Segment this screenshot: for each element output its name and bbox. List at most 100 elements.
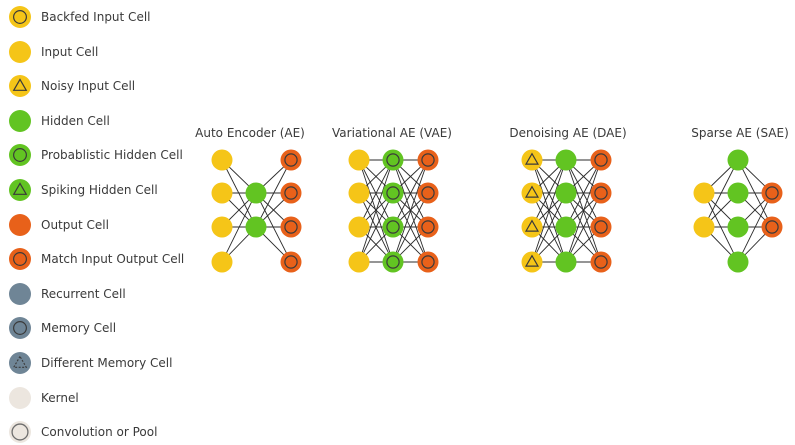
input-cell-icon — [9, 40, 31, 63]
probabilistic-hidden-cell — [382, 182, 404, 204]
input-cell — [211, 182, 233, 204]
match-output-cell — [417, 216, 439, 238]
connection-line — [255, 192, 292, 263]
hidden-cell — [555, 182, 577, 204]
connection-line — [737, 159, 773, 228]
connection-line — [221, 192, 257, 263]
connection-line — [531, 159, 567, 263]
connection-line — [392, 192, 429, 263]
connection-line — [531, 159, 567, 228]
input-cell — [211, 149, 233, 171]
legend-label: Memory Cell — [41, 321, 117, 336]
connection-line — [255, 159, 292, 228]
diagram-title: Auto Encoder (AE) — [195, 126, 305, 140]
connection-line — [565, 192, 602, 263]
legend-item-different-memory: Different Memory Cell — [8, 350, 172, 376]
probabilistic-hidden-cell — [382, 149, 404, 171]
input-cell — [693, 182, 715, 204]
diagram-title: Sparse AE (SAE) — [691, 126, 789, 140]
legend-item-probabilistic-hidden: Probablistic Hidden Cell — [8, 142, 183, 168]
match-output-cell — [590, 149, 612, 171]
output-cell-icon — [9, 213, 31, 236]
match-output-cell — [590, 216, 612, 238]
noisy-input-cell — [521, 251, 543, 273]
legend-item-spiking-hidden: Spiking Hidden Cell — [8, 177, 158, 203]
connections — [221, 159, 292, 263]
probabilistic-hidden-cell — [382, 216, 404, 238]
input-cell — [211, 251, 233, 273]
match-output-cell — [280, 251, 302, 273]
connections — [358, 159, 429, 263]
legend-item-hidden: Hidden Cell — [8, 108, 110, 134]
connection-line — [358, 159, 394, 228]
match-output-cell — [417, 149, 439, 171]
legend-label: Kernel — [41, 390, 79, 405]
connection-line — [358, 159, 394, 263]
input-cell — [348, 251, 370, 273]
input-cell — [348, 216, 370, 238]
connection-line — [392, 159, 429, 228]
spiking-hidden-cell-icon — [9, 179, 31, 201]
hidden-cell — [245, 182, 267, 204]
hidden-cell — [727, 182, 749, 204]
hidden-cell — [555, 251, 577, 273]
diagram-3: Denoising AE (DAE) — [509, 126, 627, 273]
legend-label: Input Cell — [41, 44, 99, 59]
connection-line — [703, 192, 739, 263]
legend-label: Different Memory Cell — [41, 356, 173, 370]
diagram-2: Variational AE (VAE) — [332, 126, 452, 273]
different-memory-cell-icon — [9, 352, 31, 374]
legend-label: Probablistic Hidden Cell — [41, 148, 183, 163]
connection-line — [703, 159, 739, 228]
legend-item-memory: Memory Cell — [8, 315, 116, 341]
legend-label: Spiking Hidden Cell — [41, 183, 158, 197]
connection-line — [358, 192, 394, 263]
legend-item-input: Input Cell — [8, 39, 98, 65]
legend-item-convolution: Convolution or Pool — [8, 419, 157, 445]
diagram-title: Denoising AE (DAE) — [509, 126, 626, 140]
connections — [703, 159, 773, 263]
match-output-cell — [280, 216, 302, 238]
hidden-cell-icon — [9, 109, 31, 132]
match-output-cell — [590, 182, 612, 204]
legend-item-output: Output Cell — [8, 212, 109, 238]
legend-label: Noisy Input Cell — [41, 79, 136, 94]
connection-line — [565, 159, 602, 263]
input-cell — [693, 216, 715, 238]
connection-line — [531, 192, 567, 263]
hidden-cell — [727, 216, 749, 238]
legend-item-recurrent: Recurrent Cell — [8, 281, 126, 307]
memory-cell-icon — [9, 317, 31, 340]
connection-line — [392, 159, 429, 263]
diagram-title: Variational AE (VAE) — [332, 126, 452, 140]
hidden-cell — [245, 216, 267, 238]
match-output-cell-icon — [9, 248, 31, 271]
match-output-cell — [280, 149, 302, 171]
match-output-cell — [280, 182, 302, 204]
connection-line — [565, 159, 602, 228]
legend-label: Convolution or Pool — [41, 425, 158, 440]
diagram-4: Sparse AE (SAE) — [691, 126, 789, 273]
legend-label: Hidden Cell — [41, 113, 110, 128]
match-output-cell — [761, 216, 783, 238]
backfed-input-cell-icon — [9, 6, 31, 28]
hidden-cell — [555, 149, 577, 171]
recurrent-cell-icon — [9, 282, 31, 305]
legend-item-backfed-input: Backfed Input Cell — [8, 4, 151, 30]
match-output-cell — [417, 251, 439, 273]
noisy-input-cell-icon — [9, 75, 31, 98]
input-cell — [211, 216, 233, 238]
noisy-input-cell — [521, 149, 543, 171]
noisy-input-cell — [521, 216, 543, 238]
probabilistic-hidden-cell-icon — [9, 144, 31, 167]
legend-item-match-output: Match Input Output Cell — [8, 246, 184, 272]
legend-label: Output Cell — [41, 217, 109, 232]
connection-line — [737, 192, 773, 263]
legend-item-kernel: Kernel — [8, 385, 79, 411]
connection-line — [221, 159, 257, 228]
hidden-cell — [727, 251, 749, 273]
probabilistic-hidden-cell — [382, 251, 404, 273]
input-cell — [348, 182, 370, 204]
